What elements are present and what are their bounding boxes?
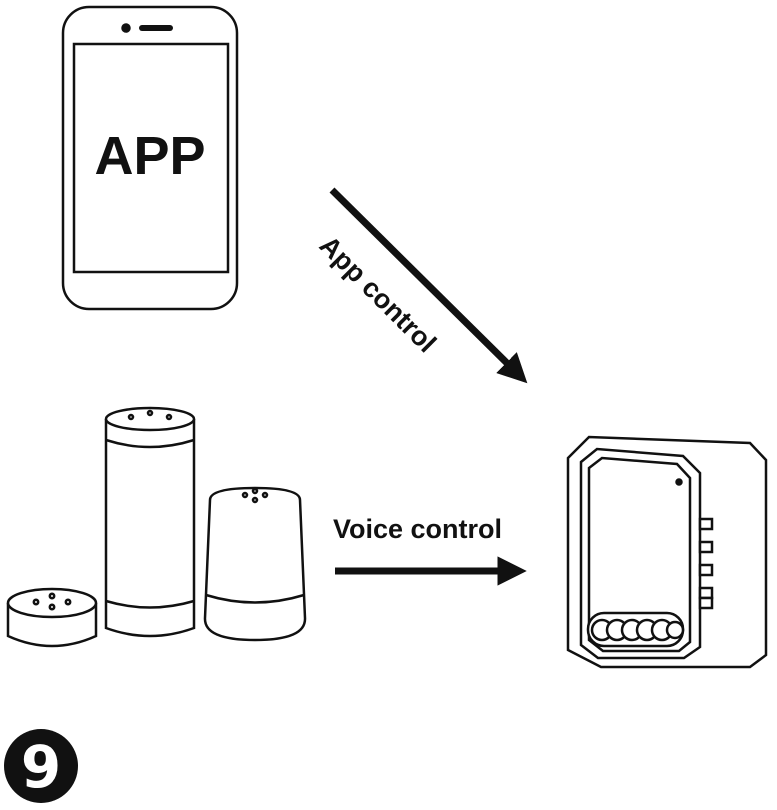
relay-module-icon xyxy=(568,437,766,667)
phone-screen-text: APP xyxy=(94,126,205,186)
smart-speaker-puck-icon xyxy=(8,589,96,646)
step-number: 9 xyxy=(21,733,61,801)
smart-speaker-tall-icon xyxy=(106,408,194,636)
voice-control-label: Voice control xyxy=(333,514,502,544)
app-control-label: App control xyxy=(314,230,442,358)
smart-speaker-round-icon xyxy=(205,488,305,640)
